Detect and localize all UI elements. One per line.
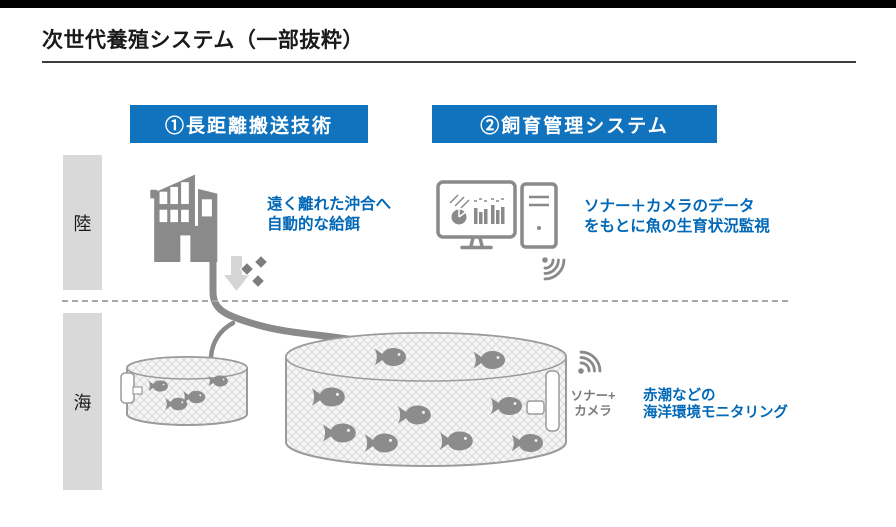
- pc-wireless-signal-icon: [542, 257, 566, 281]
- land-band: 陸: [63, 155, 102, 290]
- environment-monitoring-note: 赤潮などの 海洋環境モニタリング: [643, 388, 788, 422]
- growth-monitoring-note: ソナー＋カメラのデータ をもとに魚の生育状況監視: [584, 197, 770, 237]
- land-label: 陸: [73, 213, 92, 234]
- sea-band: 海: [63, 313, 102, 490]
- top-black-bar: [0, 0, 896, 8]
- sonar-camera-device-icon: [120, 372, 135, 404]
- pc-tower-icon: [520, 182, 558, 249]
- growth-note-line2: をもとに魚の生育状況監視: [584, 218, 770, 235]
- sea-label: 海: [73, 392, 92, 413]
- growth-note-line1: ソナー＋カメラのデータ: [584, 198, 755, 215]
- title-underline: [42, 61, 856, 63]
- sonar-camera-label-line1: ソナー+: [570, 389, 616, 403]
- feed-pipe-branch: [208, 320, 236, 360]
- page-title: 次世代養殖システム（一部抜粋）: [42, 29, 364, 52]
- monitor-dashboard-icon: [436, 180, 517, 250]
- land-sea-divider: [62, 300, 788, 302]
- sonar-camera-device-lens: [526, 400, 545, 415]
- monitor-stand: [460, 236, 493, 250]
- sonar-camera-label-line2: カメラ: [574, 404, 612, 418]
- section2-header-label: ②飼育管理システム: [480, 115, 669, 137]
- factory-building-icon: [150, 174, 218, 262]
- section2-header: ②飼育管理システム: [432, 105, 717, 143]
- feeding-note-line2: 自動的な給餌: [267, 216, 361, 233]
- feed-drop-arrow-icon: [224, 256, 249, 291]
- large-fish-pen-icon: [285, 332, 567, 467]
- feeding-note: 遠く離れた沖合へ 自動的な給餌: [267, 195, 391, 235]
- environment-note-line1: 赤潮などの: [643, 388, 716, 404]
- feeding-note-line1: 遠く離れた沖合へ: [267, 196, 392, 213]
- small-fish-pen-icon: [120, 356, 248, 426]
- pen-wireless-signal-icon: [578, 350, 602, 374]
- environment-note-line2: 海洋環境モニタリング: [643, 405, 788, 421]
- sonar-camera-device-icon: [545, 370, 560, 432]
- section1-header-label: ①長距離搬送技術: [164, 115, 333, 137]
- feed-pellets-icon: [239, 254, 269, 289]
- sonar-camera-label: ソナー+ カメラ: [564, 389, 622, 419]
- section1-header: ①長距離搬送技術: [130, 105, 368, 143]
- sonar-camera-device-lens: [132, 386, 143, 395]
